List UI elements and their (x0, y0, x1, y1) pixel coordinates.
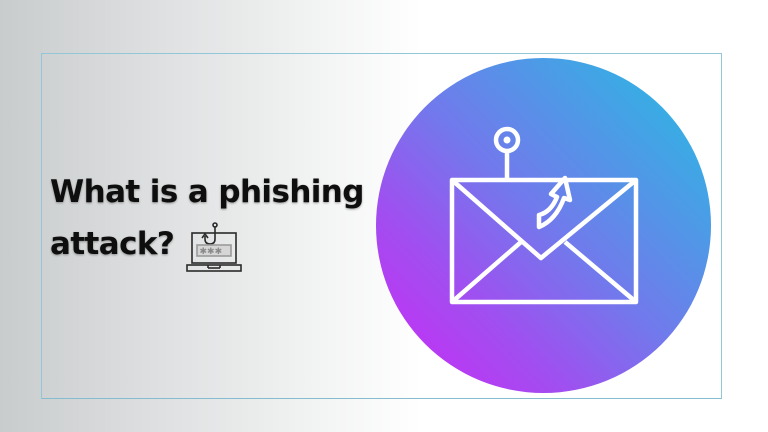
svg-text:✱✱✱: ✱✱✱ (200, 247, 223, 257)
envelope-phishing-hook-icon (445, 120, 645, 310)
content-frame (41, 53, 722, 399)
title-line-1: What is a phishing (50, 174, 364, 210)
laptop-phishing-hook-icon: ✱✱✱ (184, 221, 244, 273)
page-title: What is a phishing attack? (50, 166, 370, 270)
title-line-2: attack? (50, 226, 175, 262)
